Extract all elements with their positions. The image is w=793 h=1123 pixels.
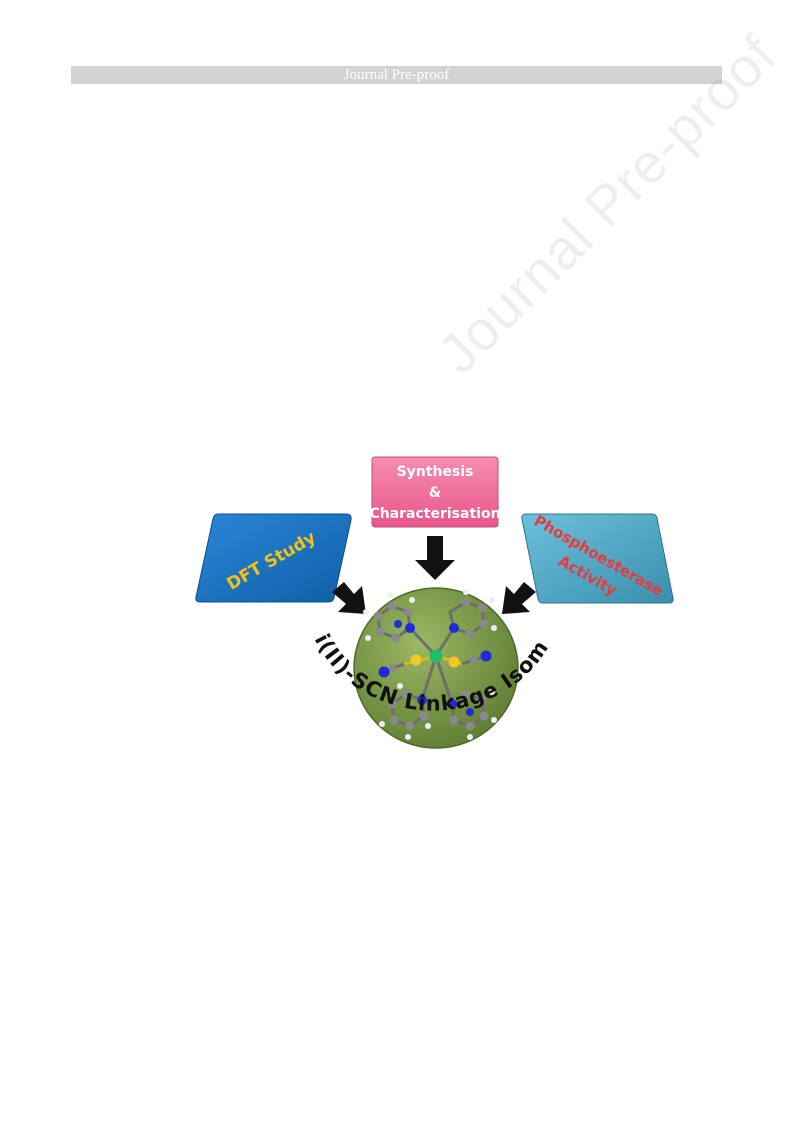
phosphoesterase-box: Phosphoesterase Activity xyxy=(521,511,674,604)
arrow-down-icon xyxy=(415,536,455,580)
dft-study-box: DFT Study xyxy=(195,513,352,603)
arrow-left-icon xyxy=(332,582,366,614)
header-title: Journal Pre-proof xyxy=(343,67,450,83)
synthesis-label-line1: Synthesis xyxy=(397,464,474,480)
synthesis-box: Synthesis & Characterisation xyxy=(369,456,501,528)
molecule-atoms xyxy=(363,589,497,740)
header-bar: Journal Pre-proof xyxy=(71,66,722,84)
synthesis-label-line2: & xyxy=(429,485,441,501)
arrow-right-icon xyxy=(502,582,536,614)
synthesis-label-line3: Characterisation xyxy=(369,506,500,522)
